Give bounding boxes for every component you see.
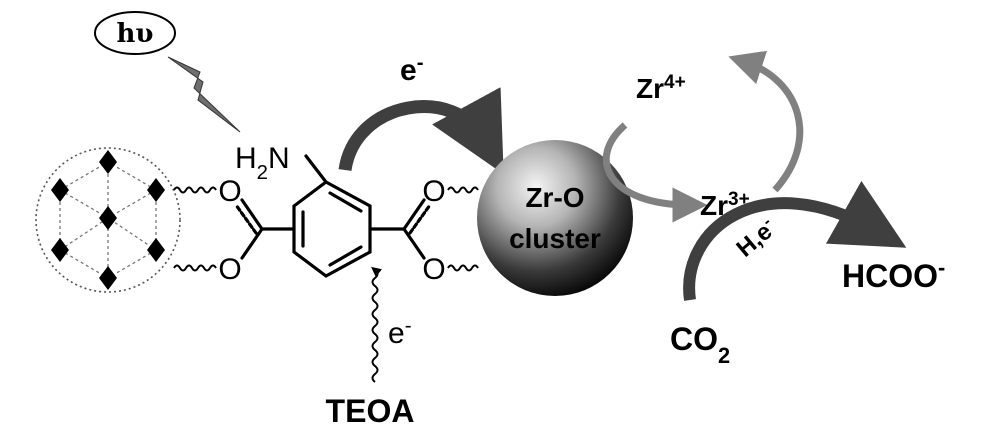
photon-ellipse: hυ (94, 11, 176, 55)
h-e-text: H,e- (730, 213, 781, 263)
wavy-linker-left-bottom (173, 264, 217, 272)
svg-text:O: O (218, 175, 241, 208)
cluster-label-line2: cluster (509, 223, 601, 254)
teoa-label: TEOA (326, 393, 415, 429)
co2-label: CO2 (670, 321, 730, 368)
electron-label-bottom: e- (388, 315, 411, 350)
electron-bottom-text: e- (388, 315, 411, 350)
amine-text: H2N (235, 142, 290, 184)
svg-text:O: O (422, 253, 445, 286)
svg-text:O: O (422, 175, 445, 208)
framework-node-icon (51, 150, 165, 290)
lightning-bolt-icon (167, 56, 241, 133)
co2-reduction-arrow (683, 180, 907, 301)
teoa-electron-arrow (371, 266, 383, 383)
electron-label-top: e- (400, 52, 423, 87)
zr4-label: Zr4+ (636, 72, 686, 105)
amine-label: H2N (235, 142, 290, 184)
reduction-arrow (602, 122, 708, 223)
left-carboxylate: O O (218, 175, 296, 286)
cluster-label-line1: Zr-O (525, 182, 584, 213)
co2-text: CO2 (670, 321, 730, 368)
formate-label: HCOO- (842, 255, 945, 295)
wavy-linker-right-top (447, 186, 479, 194)
wavy-linker-left-top (173, 186, 217, 194)
photon-label: hυ (117, 19, 154, 49)
zr4-text: Zr4+ (636, 72, 686, 105)
formate-text: HCOO- (842, 255, 945, 295)
oxidation-arrow (728, 50, 804, 193)
zr-o-cluster: Zr-O cluster (477, 140, 633, 296)
mof-framework-circle (35, 147, 181, 293)
wavy-linker-right-bottom (447, 264, 479, 272)
right-carboxylate: O O (368, 175, 446, 286)
svg-text:O: O (218, 253, 241, 286)
electron-transfer-arrow (338, 87, 504, 175)
benzene-ring (292, 154, 372, 278)
h-e-label: H,e- (730, 213, 781, 263)
electron-top-text: e- (400, 52, 423, 87)
